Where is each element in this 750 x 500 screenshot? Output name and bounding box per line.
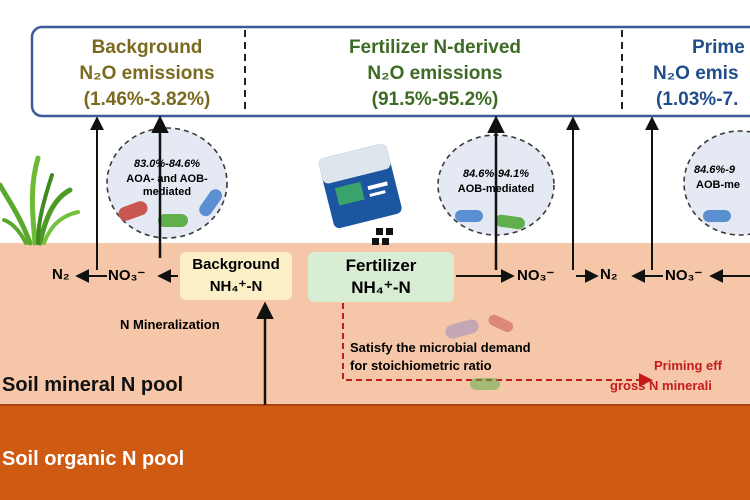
priming-emissions-subtitle: N₂O emis — [653, 63, 739, 84]
plant-icon — [0, 155, 80, 246]
microbe-cells-middle — [455, 210, 525, 230]
fertilizer-emissions-subtitle: N₂O emissions — [367, 63, 503, 84]
soil-organic-layer — [0, 405, 750, 500]
fertilizer-nh4-line1: Fertilizer — [345, 256, 417, 275]
no3-right: NO₃⁻ — [665, 267, 703, 284]
microbe-cells-left — [118, 189, 222, 227]
no3-left: NO₃⁻ — [108, 267, 146, 284]
fertilizer-nh4-box — [308, 252, 454, 302]
microbe-left-percent: 83.0%-84.6% — [133, 158, 201, 170]
background-emissions-subtitle: N₂O emissions — [79, 63, 215, 84]
microbe-middle-mechanism: AOB-mediated — [457, 183, 535, 195]
emissions-box — [30, 25, 750, 118]
background-nh4-line2: NH₄⁺-N — [209, 278, 263, 295]
soil-organic-pool-label: Soil organic N pool — [2, 448, 185, 470]
priming-emissions-range: (1.03%-7. — [656, 89, 739, 110]
n2-right: N₂ — [600, 266, 618, 283]
soil-mineral-pool-label: Soil mineral N pool — [2, 374, 184, 396]
background-nh4-box — [180, 252, 292, 300]
microbe-right-mechanism: AOB-me — [696, 179, 741, 191]
background-nh4-line1: Background — [192, 256, 280, 273]
n-mineralization-label: N Mineralization — [120, 317, 220, 332]
microbe-cluster-right — [683, 130, 750, 236]
microbe-left-mechanism-1: AOA- and AOB- — [126, 173, 208, 185]
background-emissions-title: Background — [91, 37, 203, 58]
fertilizer-bag-icon — [318, 143, 402, 245]
n2-left: N₂ — [52, 266, 70, 283]
microbe-middle-percent: 84.6%-94.1% — [462, 168, 530, 180]
priming-effect-line2: gross N minerali — [610, 378, 712, 393]
fertilizer-emissions-title: Fertilizer N-derived — [348, 37, 522, 58]
satisfy-demand-line1: Satisfy the microbial demand — [350, 340, 531, 355]
microbe-cells-right — [703, 210, 731, 222]
satisfy-demand-line2: for stoichiometric ratio — [350, 358, 492, 373]
priming-emissions-title: Prime — [692, 37, 745, 58]
background-emissions-range: (1.46%-3.82%) — [83, 89, 211, 110]
fertilizer-nh4-line2: NH₄⁺-N — [351, 278, 411, 297]
soil-microbes — [445, 314, 514, 390]
microbe-left-mechanism-2: mediated — [142, 186, 192, 198]
priming-effect-line1: Priming eff — [654, 358, 722, 373]
microbe-right-percent: 84.6%-9 — [694, 164, 735, 176]
no3-middle: NO₃⁻ — [517, 267, 555, 284]
fertilizer-emissions-range: (91.5%-95.2%) — [371, 89, 499, 110]
